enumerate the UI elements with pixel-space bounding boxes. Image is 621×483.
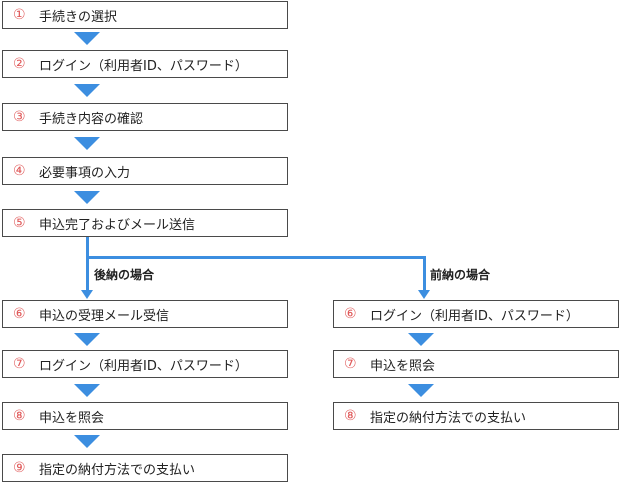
- step-label: 指定の納付方法での支払い: [39, 462, 196, 478]
- step-number: ⑥: [344, 306, 357, 322]
- down-arrow-icon: [74, 333, 100, 346]
- down-arrow-icon: [418, 290, 430, 299]
- step-label: 手続きの選択: [39, 9, 118, 25]
- down-arrow-icon: [408, 384, 434, 397]
- step-label: 手続き内容の確認: [39, 111, 144, 127]
- step-number: ⑨: [13, 460, 26, 476]
- step-label: 申込完了およびメール送信: [39, 217, 196, 233]
- connector-line: [86, 256, 426, 259]
- step-3-box: ③ 手続き内容の確認: [2, 103, 288, 131]
- step-label: 申込を照会: [370, 358, 436, 374]
- down-arrow-icon: [81, 290, 93, 299]
- down-arrow-icon: [74, 137, 100, 150]
- down-arrow-icon: [408, 333, 434, 346]
- step-number: ⑦: [13, 356, 26, 372]
- step-number: ①: [13, 7, 26, 23]
- step-label: ログイン（利用者ID、パスワード）: [370, 308, 579, 324]
- connector-line: [86, 237, 89, 292]
- step-5-box: ⑤ 申込完了およびメール送信: [2, 209, 288, 237]
- step-number: ⑥: [13, 306, 26, 322]
- right-step-7-box: ⑦ 申込を照会: [333, 350, 619, 378]
- connector-line: [423, 256, 426, 292]
- left-branch-label: 後納の場合: [94, 268, 155, 282]
- step-number: ③: [13, 109, 26, 125]
- left-step-8-box: ⑧ 申込を照会: [2, 402, 288, 430]
- step-label: 指定の納付方法での支払い: [370, 410, 527, 426]
- left-step-7-box: ⑦ ログイン（利用者ID、パスワード）: [2, 350, 288, 378]
- step-2-box: ② ログイン（利用者ID、パスワード）: [2, 50, 288, 78]
- right-branch-label: 前納の場合: [430, 268, 491, 282]
- step-label: 申込の受理メール受信: [39, 308, 170, 324]
- right-step-8-box: ⑧ 指定の納付方法での支払い: [333, 402, 619, 430]
- step-number: ⑤: [13, 215, 26, 231]
- step-number: ④: [13, 163, 26, 179]
- step-number: ⑧: [13, 408, 26, 424]
- step-number: ⑦: [344, 356, 357, 372]
- down-arrow-icon: [74, 435, 100, 448]
- left-step-6-box: ⑥ 申込の受理メール受信: [2, 300, 288, 328]
- step-label: ログイン（利用者ID、パスワード）: [39, 58, 248, 74]
- step-1-box: ① 手続きの選択: [2, 1, 288, 29]
- step-number: ②: [13, 56, 26, 72]
- step-label: ログイン（利用者ID、パスワード）: [39, 358, 248, 374]
- step-number: ⑧: [344, 408, 357, 424]
- left-step-9-box: ⑨ 指定の納付方法での支払い: [2, 454, 288, 482]
- down-arrow-icon: [74, 191, 100, 204]
- right-step-6-box: ⑥ ログイン（利用者ID、パスワード）: [333, 300, 619, 328]
- step-label: 必要事項の入力: [39, 165, 131, 181]
- down-arrow-icon: [74, 32, 100, 45]
- step-label: 申込を照会: [39, 410, 105, 426]
- down-arrow-icon: [74, 384, 100, 397]
- step-4-box: ④ 必要事項の入力: [2, 157, 288, 185]
- down-arrow-icon: [74, 84, 100, 97]
